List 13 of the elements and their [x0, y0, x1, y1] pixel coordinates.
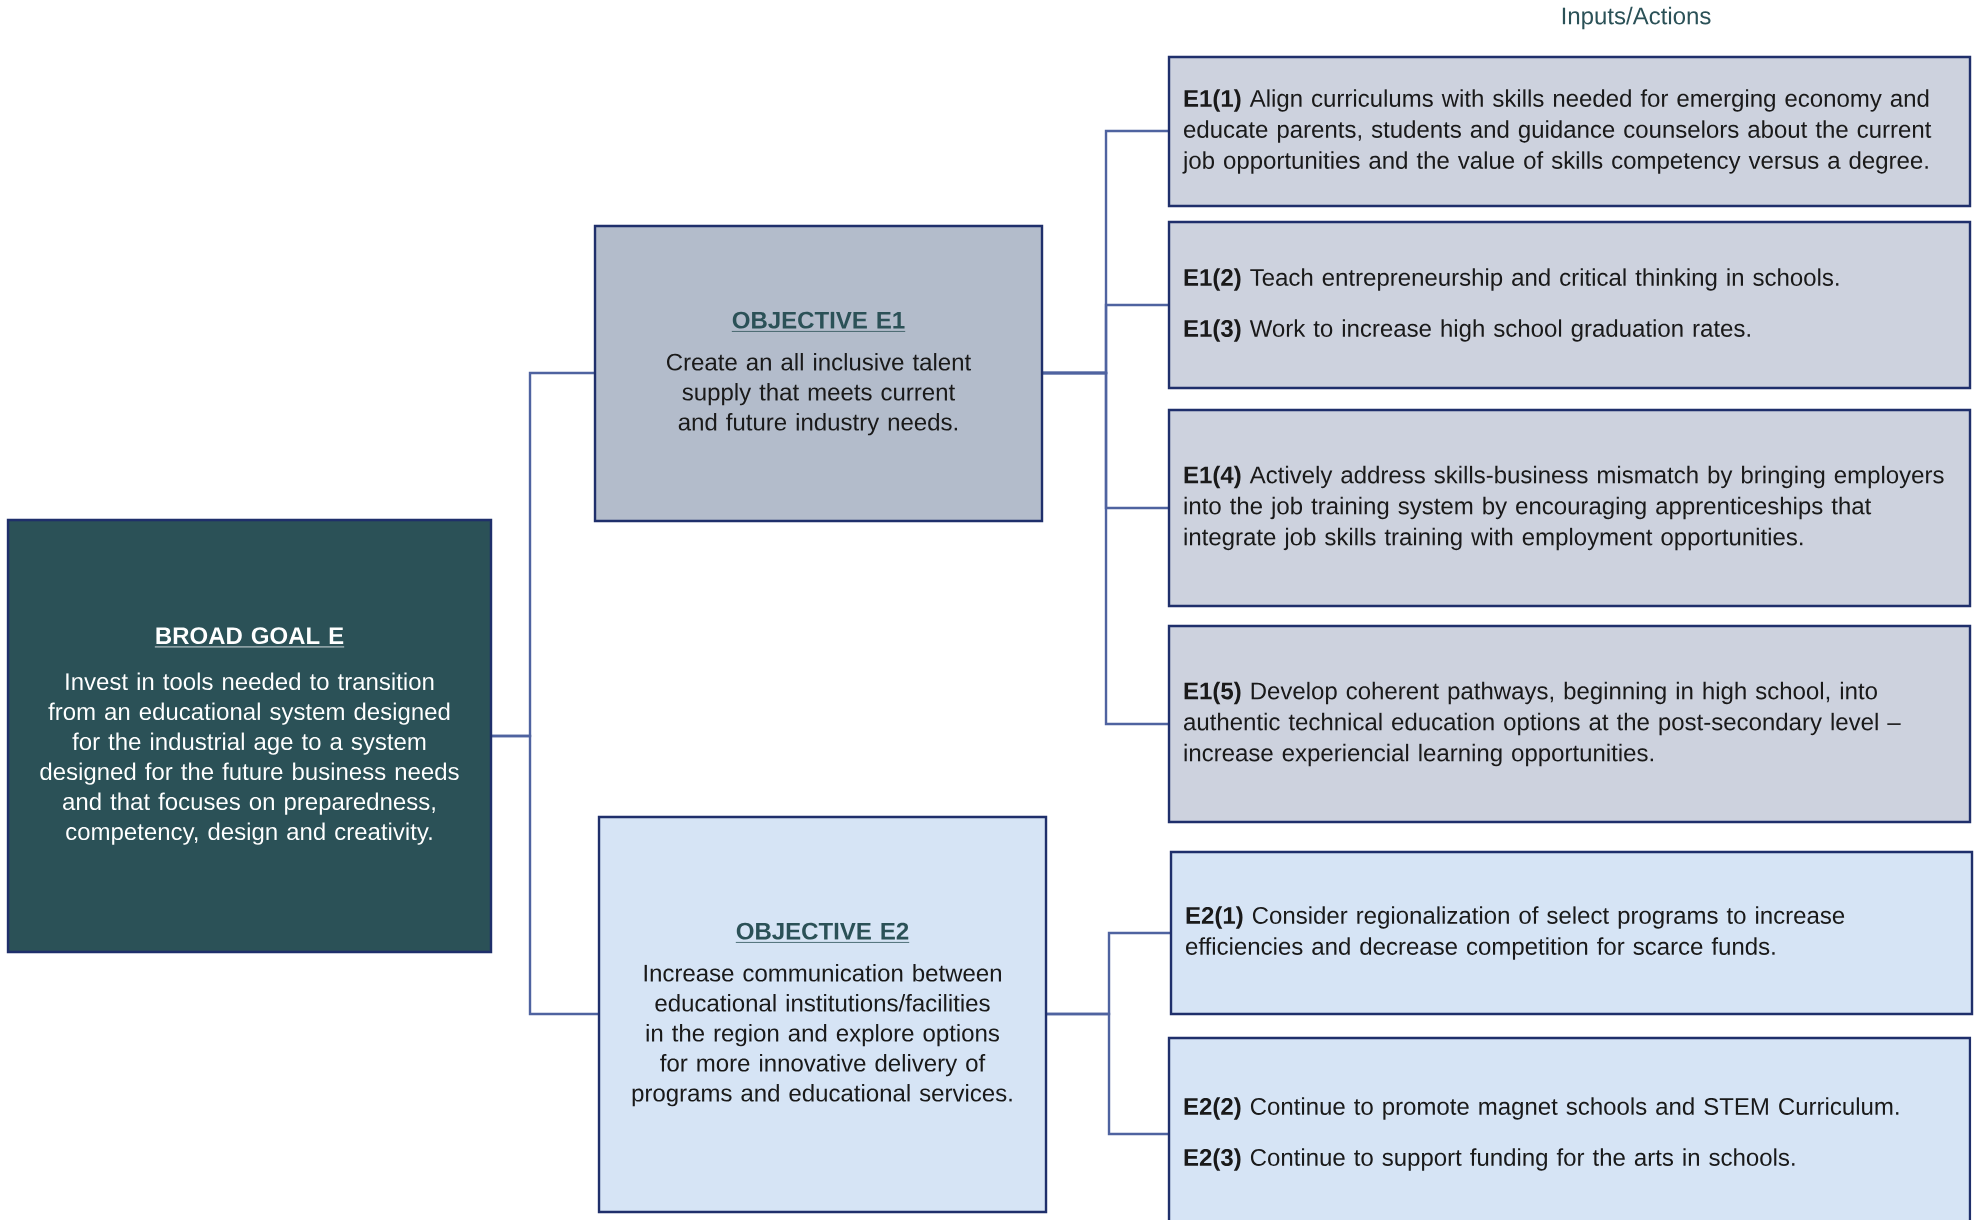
- action-box: E1(2) Teach entrepreneurship and critical thinking in schools. E1(3) Work to increase high school graduation rates.: [1167, 220, 1972, 390]
- action-box: E1(1) Align curriculums with skills needed for emerging economy and educate parents, students and guidance counselors about the current job opportunities and the value of skills competency versus a degree.: [1167, 55, 1972, 208]
- objective-box: OBJECTIVE E1 Create an all inclusive talent supply that meets current and future industry needs.: [593, 224, 1044, 523]
- action-box: E1(5) Develop coherent pathways, beginning in high school, into authentic technical education options at the post-secondary level – increase experiencial learning opportunities.: [1167, 624, 1972, 824]
- goal-box: BROAD GOAL E Invest in tools needed to transition from an educational system designed for the industrial age to a system designed for the future business needs and that focuses on preparedness, competency, design and creativity.: [6, 518, 493, 954]
- connector: [1046, 1012, 1169, 1136]
- action-box: E2(2) Continue to promote magnet schools and STEM Curriculum. E2(3) Continue to support funding for the arts in schools.: [1167, 1036, 1972, 1220]
- objective-box: OBJECTIVE E2 Increase communication between educational institutions/facilities in the region and explore options for more innovative delivery of programs and educational services.: [597, 815, 1048, 1214]
- connector: [491, 734, 599, 1016]
- connector: [1042, 371, 1169, 726]
- action-box: E1(4) Actively address skills-business mismatch by bringing employers into the job training system by encouraging apprenticeships that integrate job skills training with employment opportunities.: [1167, 408, 1972, 608]
- action-box: E2(1) Consider regionalization of select programs to increase efficiencies and decrease competition for scarce funds.: [1169, 850, 1974, 1016]
- column-heading: Inputs/Actions: [1562, 6, 1711, 30]
